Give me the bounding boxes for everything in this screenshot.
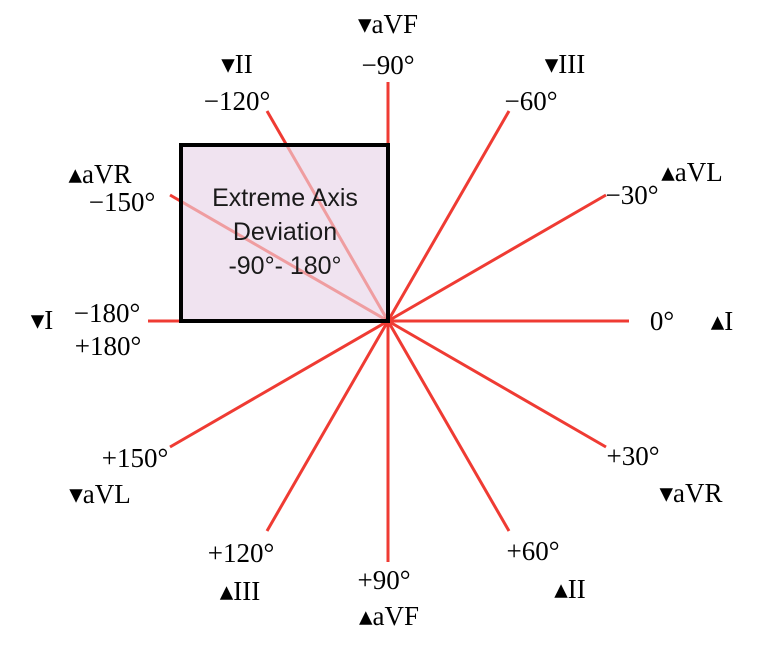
label-lead-plus150: ▾aVL [69,479,131,509]
label-lead-plus60: ▴II [554,574,586,604]
axis-ray-plus150deg [169,319,389,449]
label-angle-minus150: −150° [89,187,156,217]
label-lead-minus120: ▾II [221,49,253,79]
axis-ray-minus60deg [386,110,511,322]
extreme-axis-deviation-box-border [179,143,390,323]
label-angle-plus120: +120° [208,538,275,568]
label-lead-plus30: ▾aVR [659,478,722,508]
label-angle-plus180: +180° [75,331,142,361]
label-angle-plus60: +60° [506,536,559,566]
label-lead-plus90: ▴aVF [359,601,419,631]
label-lead-zero: ▴I [711,306,734,336]
zone-fill-overlay [183,147,386,319]
label-angle-minus180: −180° [74,298,141,328]
label-angle-minus30: −30° [605,180,658,210]
axis-ray-minus120deg-inside-zone [286,147,386,319]
axis-ray-minus150deg-inside-zone [183,200,386,319]
label-angle-plus150: +150° [102,443,169,473]
label-lead-minus30: ▴aVL [661,157,723,187]
label-lead-minus150: ▴aVR [68,159,131,189]
label-angle-minus120: −120° [204,86,271,116]
label-angle-minus60: −60° [504,86,557,116]
label-lead-plus120: ▴III [220,576,261,606]
axis-ray-minus30deg [387,193,607,323]
axis-ray-plus60deg [386,320,511,532]
zone-text-line3: -90°- 180° [228,252,341,280]
zone-text-line1: Extreme Axis [212,184,358,212]
axis-ray-plus120deg [265,320,390,532]
zone-text-line2: Deviation [233,218,337,246]
label-angle-zero: 0° [650,306,674,336]
label-lead-minus90: ▾aVF [358,9,418,39]
label-angle-plus30: +30° [606,441,659,471]
axis-ray-plus30deg [387,319,607,449]
label-lead-minus180: ▾I [31,305,54,335]
label-lead-minus60: ▾III [545,49,586,79]
label-angle-minus90: −90° [361,50,414,80]
label-angle-plus90: +90° [357,565,410,595]
